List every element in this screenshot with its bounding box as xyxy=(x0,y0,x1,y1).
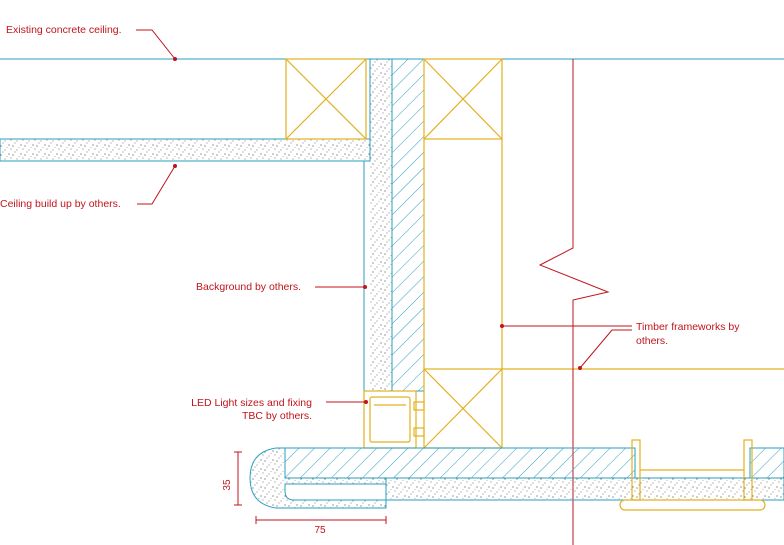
dimension-height-label: 35 xyxy=(222,479,233,491)
leader-timber-2 xyxy=(579,329,632,369)
ceiling-buildup-band xyxy=(0,138,371,162)
label-led-line1: LED Light sizes and fixing xyxy=(191,397,312,409)
dimension-width xyxy=(255,516,387,524)
label-led-line2: TBC by others. xyxy=(242,410,312,422)
hatched-wall xyxy=(391,58,425,392)
leader-existing-ceiling xyxy=(136,29,176,60)
timber-post-right xyxy=(619,439,766,511)
bullnose-nosing xyxy=(249,447,387,509)
timber-block-lower xyxy=(423,368,503,449)
label-background: Background by others. xyxy=(196,281,301,293)
label-existing-ceiling: Existing concrete ceiling. xyxy=(6,24,122,36)
label-ceiling-buildup: Ceiling build up by others. xyxy=(0,198,121,210)
dimension-height xyxy=(234,451,242,506)
floor-buildup-band xyxy=(385,477,784,501)
dimension-width-label: 75 xyxy=(314,525,326,536)
break-line xyxy=(538,59,610,545)
leader-ceiling-buildup xyxy=(137,165,176,205)
label-timber-line2: others. xyxy=(636,335,668,347)
background-plaster-column xyxy=(370,59,392,391)
hatched-floor-slab xyxy=(284,447,636,479)
label-timber-line1: Timber frameworks by xyxy=(636,321,740,333)
timber-block-upper-left xyxy=(285,58,367,140)
timber-block-upper-right xyxy=(423,58,503,140)
led-light-profile xyxy=(363,390,425,449)
